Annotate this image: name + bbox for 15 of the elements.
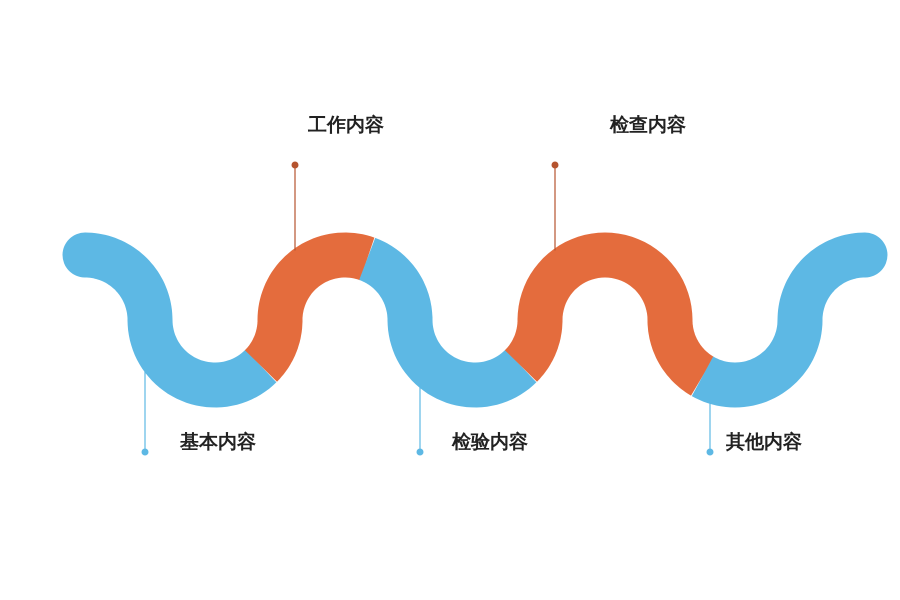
section-label: 检查内容 <box>610 113 686 137</box>
section-label: 其他内容 <box>726 430 802 454</box>
leader-line <box>142 370 148 456</box>
section-label: 基本内容 <box>180 430 256 454</box>
wave-segment <box>504 232 714 396</box>
leader-line <box>552 162 558 250</box>
wave-segment <box>244 232 374 382</box>
section-label: 检验内容 <box>452 430 528 454</box>
wave-segment <box>62 232 276 408</box>
wave-segment <box>359 238 536 408</box>
leader-line <box>416 386 424 456</box>
wave-segment <box>692 232 888 408</box>
section-label: 工作内容 <box>308 113 384 137</box>
leader-line <box>706 402 714 456</box>
leader-line <box>292 162 298 250</box>
